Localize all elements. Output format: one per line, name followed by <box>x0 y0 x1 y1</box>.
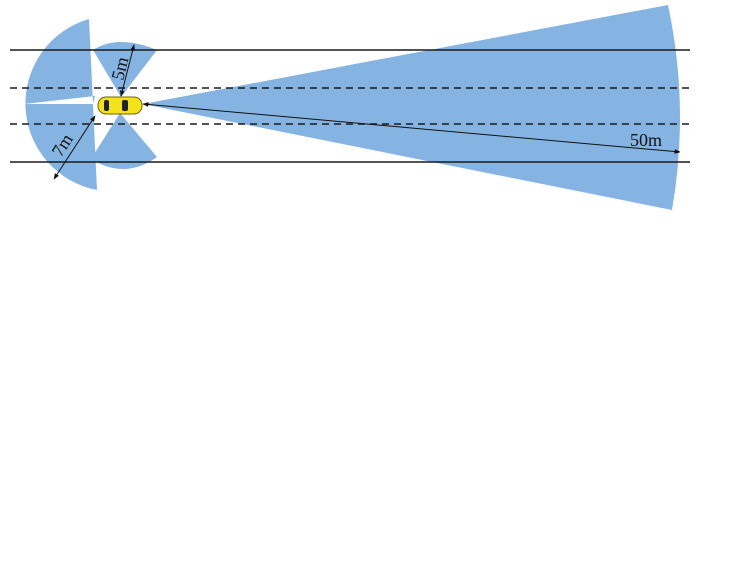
rear-wide-zone <box>24 19 97 190</box>
side-zone-bottom <box>91 113 157 170</box>
front-long-range-zone <box>143 5 680 210</box>
car-rear-window <box>104 100 109 111</box>
front-range-dimension-line <box>142 102 681 154</box>
ego-car-icon <box>97 96 143 115</box>
side-range-dimension-line <box>120 44 135 97</box>
car-roof <box>110 100 121 111</box>
front-range-label: 50m <box>630 130 662 150</box>
rear-range-dimension-line <box>53 115 96 180</box>
car-windshield <box>122 100 128 111</box>
